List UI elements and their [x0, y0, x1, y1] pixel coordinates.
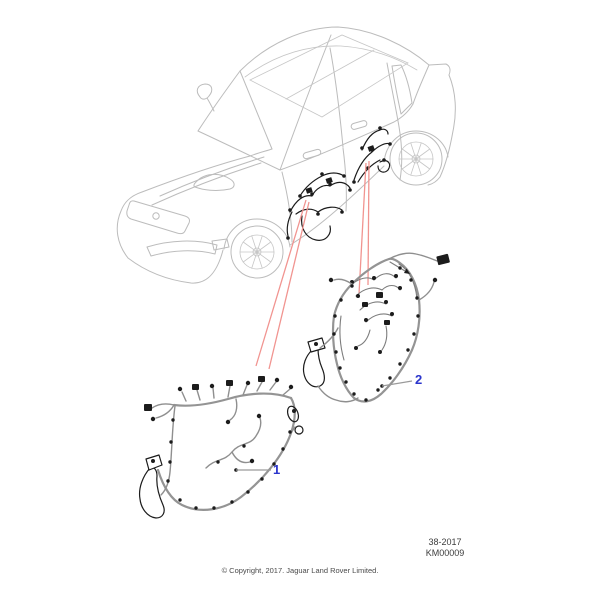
callout-1[interactable]: 1: [273, 462, 281, 477]
callout-2[interactable]: 2: [415, 372, 423, 387]
harness-2-illustration: [302, 252, 450, 403]
harness-1-grommet-boot: [138, 466, 165, 519]
front-door-harness-on-vehicle: [286, 172, 352, 241]
side-mirror: [196, 83, 213, 100]
drawing-number: KM00009: [425, 548, 465, 558]
red-leader-lines: [255, 160, 370, 370]
front-door-handle: [302, 148, 322, 160]
harness-1-illustration: [138, 376, 304, 519]
rear-door-handle: [350, 120, 368, 130]
rear-door-harness-on-vehicle: [352, 126, 392, 184]
sheet-reference: 38-2017: [428, 537, 462, 547]
vehicle-illustration: [116, 26, 456, 284]
copyright-notice: © Copyright, 2017. Jaguar Land Rover Lim…: [221, 566, 379, 575]
rear-wheel: [389, 132, 443, 186]
brand-badge-icon: [152, 212, 160, 220]
harness-2-grommet-boot: [302, 347, 325, 388]
front-wheel: [230, 225, 284, 279]
callout-2-leader-line: [381, 380, 413, 387]
figure-reference-block: 38-2017 KM00009: [400, 537, 490, 559]
